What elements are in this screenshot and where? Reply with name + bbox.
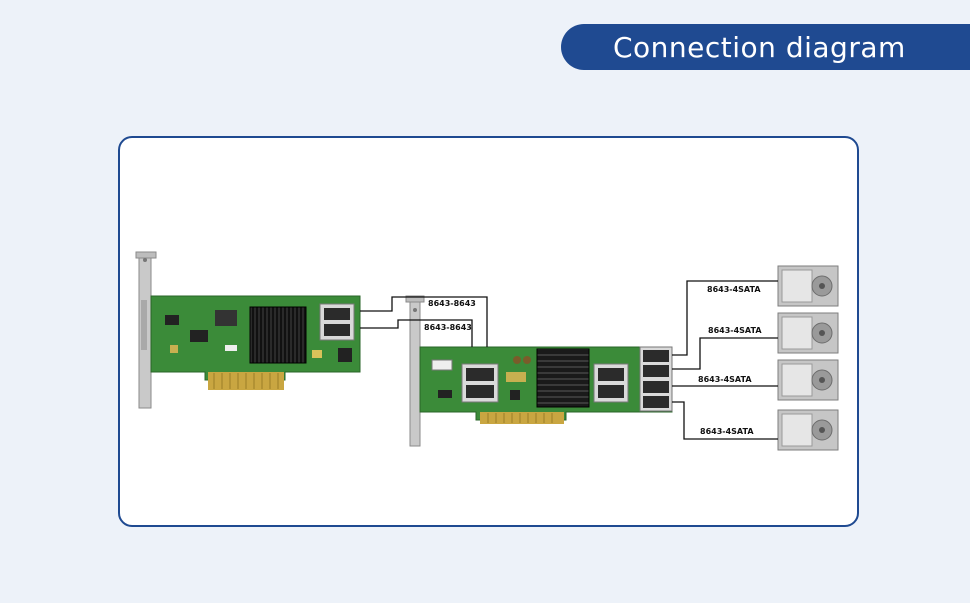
cable-label-8643-4sata: 8643-4SATA [698,375,752,384]
cable-label-8643-4sata: 8643-4SATA [707,285,761,294]
hba-controller-card-icon [135,251,361,409]
title-banner: Connection diagram [561,24,970,70]
hard-drive-icon [777,265,839,307]
sas-expander-card-icon [405,295,673,447]
cable-label-8643-4sata: 8643-4SATA [708,326,762,335]
cable-lines-4sata [672,280,778,440]
hard-drive-icon [777,312,839,354]
hard-drive-icon [777,409,839,451]
page-title: Connection diagram [613,30,906,64]
cable-label-8643-4sata: 8643-4SATA [700,427,754,436]
cable-label-8643-8643: 8643-8643 [424,323,472,332]
hard-drive-icon [777,359,839,401]
cable-lines-8643 [360,296,488,347]
cable-label-8643-8643: 8643-8643 [428,299,476,308]
